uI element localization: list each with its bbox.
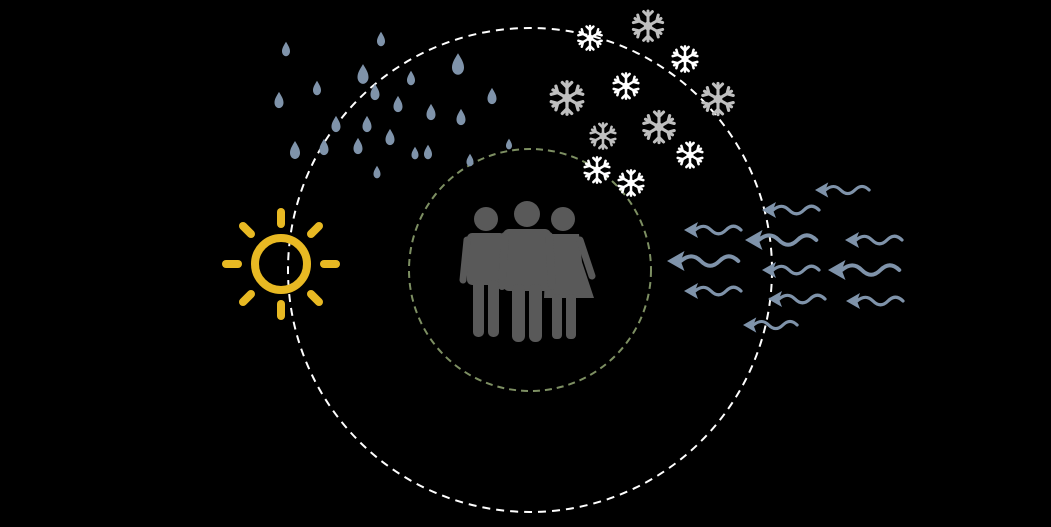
raindrop-icon [456,108,466,126]
raindrop-icon [424,144,432,160]
raindrop-icon [274,91,284,109]
wind-arrow-icon [766,289,827,309]
snowflake-icon [631,9,665,43]
raindrop-icon [411,146,419,160]
raindrop-icon [407,70,415,86]
raindrop-icon [393,95,403,113]
raindrop-icon [282,41,290,57]
wind-arrow-icon [665,249,741,273]
snowflake-icon [675,141,705,169]
raindrop-icon [319,138,329,156]
man-icon [498,201,556,342]
raindrop-icon [426,103,436,121]
raindrop-icon [377,31,385,47]
snow-group [548,9,736,197]
raindrop-icon [373,165,381,179]
raindrop-icon [362,115,372,133]
wind-arrow-icon [844,291,905,311]
snowflake-icon [548,80,586,116]
wind-arrow-icon [843,230,904,250]
wind-arrow-icon [741,315,799,335]
snowflake-icon [582,156,612,184]
raindrop-icon [385,128,395,146]
wind-arrow-icon [682,220,743,240]
raindrop-icon [487,87,497,105]
wind-arrow-icon [813,180,871,200]
sun-icon [222,208,340,320]
raindrop-icon [357,64,369,84]
snowflake-icon [611,72,641,100]
snowflake-icon [670,45,700,73]
raindrop-icon [452,53,464,75]
wind-arrow-icon [760,200,821,220]
people-group-icon [459,201,596,342]
snowflake-icon [588,122,618,150]
raindrop-icon [466,153,474,167]
snowflake-icon [616,169,646,197]
man-icon [459,207,505,337]
wind-group [665,180,905,335]
rain-group [274,31,512,179]
wind-arrow-icon [760,260,821,280]
raindrop-icon [506,138,512,150]
snowflake-icon [700,81,736,117]
inner-dashed-ring [408,148,652,392]
wind-arrow-icon [682,281,743,301]
snowflake-icon [641,109,677,145]
woman-icon [544,207,596,339]
raindrop-icon [331,115,341,133]
raindrop-icon [313,80,321,96]
wind-arrow-icon [743,228,819,252]
raindrop-icon [353,137,363,155]
wind-arrow-icon [826,258,902,282]
raindrop-icon [290,141,300,159]
